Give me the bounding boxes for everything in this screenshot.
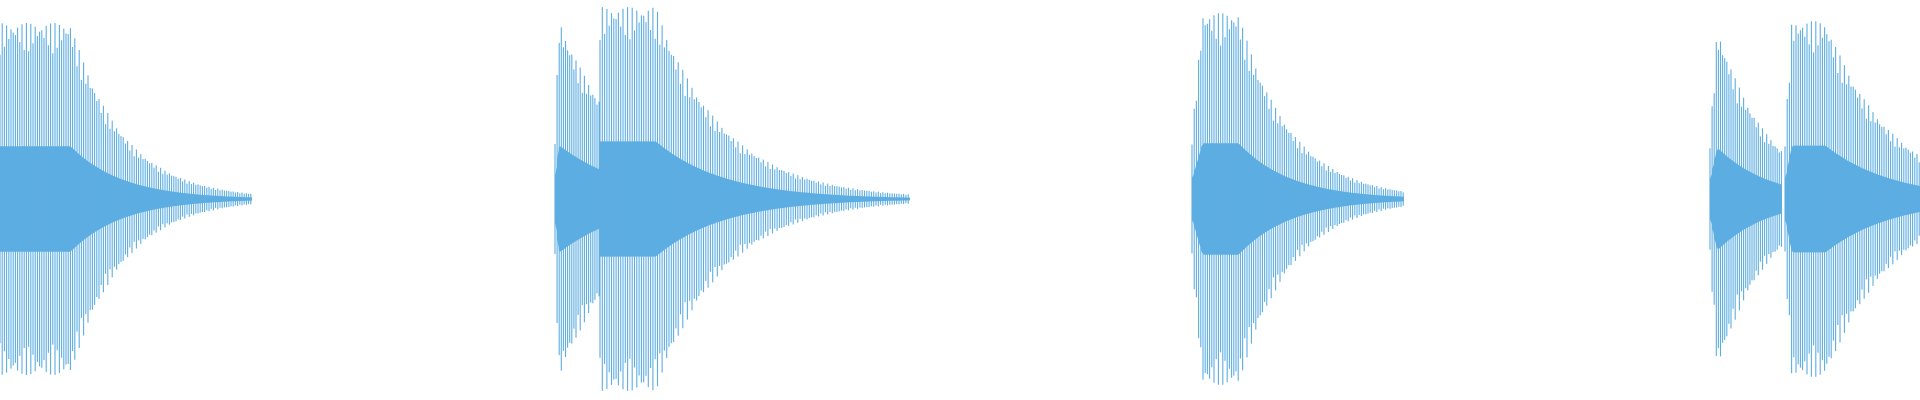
waveform-layer <box>0 7 1920 391</box>
waveform-event-1 <box>0 23 252 375</box>
waveform-event-4 <box>1709 21 1920 377</box>
waveform-event-3 <box>1191 13 1404 385</box>
waveform-event-2 <box>554 7 910 391</box>
waveform-core-4-2 <box>1785 145 1920 253</box>
waveform-core-1-1 <box>0 146 252 252</box>
waveform-core-2-2 <box>600 141 910 257</box>
